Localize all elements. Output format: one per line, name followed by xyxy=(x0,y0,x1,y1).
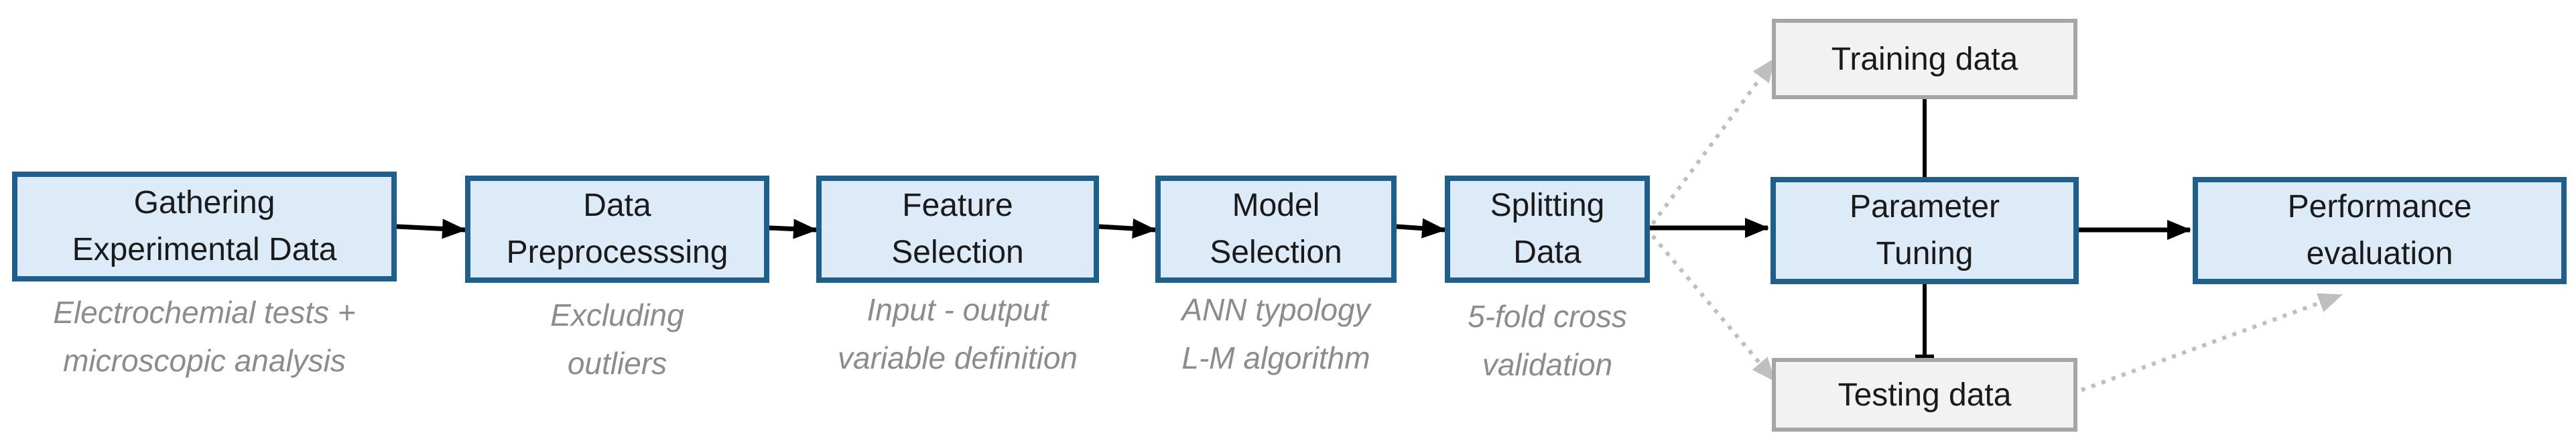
step-model-selection: Model Selection xyxy=(1155,176,1397,283)
caption-line1: 5-fold cross xyxy=(1468,299,1627,334)
step-title-line1: Splitting xyxy=(1490,188,1605,223)
step-feature-selection: Feature Selection xyxy=(816,176,1099,283)
caption-line2: microscopic analysis xyxy=(63,343,346,378)
dotted-arrow-splitting-to-testing xyxy=(1651,235,1777,382)
caption-preprocessing: Excluding outliers xyxy=(465,291,769,387)
step-gathering-experimental-data: Gathering Experimental Data xyxy=(12,172,397,282)
training-data-box: Training data xyxy=(1772,19,2077,99)
step-parameter-tuning: Parameter Tuning xyxy=(1770,177,2079,284)
caption-line2: variable definition xyxy=(837,340,1078,375)
arrow-gathering-to-preprocessing xyxy=(396,218,466,239)
testing-data-label: Testing data xyxy=(1838,377,2012,413)
caption-feature: Input - output variable definition xyxy=(816,286,1099,382)
step-title-line2: Selection xyxy=(1210,235,1342,270)
arrow-preprocessing-to-feature xyxy=(769,218,818,239)
step-title-line1: Feature xyxy=(902,188,1013,223)
step-title-line1: Performance xyxy=(2287,189,2472,225)
caption-line2: validation xyxy=(1482,347,1613,382)
step-data-preprocessing: Data Preprocesssing xyxy=(465,176,769,283)
step-title-line1: Gathering xyxy=(133,185,275,221)
step-title-line2: Selection xyxy=(891,235,1024,270)
arrow-model-to-splitting xyxy=(1396,218,1446,239)
step-title-line2: evaluation xyxy=(2306,236,2453,271)
arrow-feature-to-model xyxy=(1098,218,1157,239)
step-title-line2: Data xyxy=(1513,235,1582,270)
caption-line1: Input - output xyxy=(866,292,1049,327)
caption-gathering: Electrochemial tests + microscopic analy… xyxy=(12,288,397,385)
caption-splitting: 5-fold cross validation xyxy=(1438,292,1657,389)
caption-line1: ANN typology xyxy=(1181,292,1370,327)
step-title-line2: Preprocesssing xyxy=(506,235,728,270)
testing-data-box: Testing data xyxy=(1772,358,2077,432)
dotted-arrow-splitting-to-training xyxy=(1651,58,1777,225)
step-title-line2: Experimental Data xyxy=(72,232,337,267)
caption-line1: Electrochemial tests + xyxy=(53,295,356,330)
step-performance-evaluation: Performance evaluation xyxy=(2193,177,2567,284)
caption-line1: Excluding xyxy=(550,298,684,332)
training-data-label: Training data xyxy=(1831,41,2018,77)
dotted-arrow-testing-to-performance xyxy=(2080,293,2343,392)
step-title-line2: Tuning xyxy=(1876,236,1974,271)
caption-line2: outliers xyxy=(567,346,667,381)
step-title-line1: Parameter xyxy=(1849,189,2000,225)
caption-line2: L-M algorithm xyxy=(1181,340,1370,375)
step-title-line1: Model xyxy=(1232,188,1320,223)
caption-model: ANN typology L-M algorithm xyxy=(1155,286,1397,382)
step-splitting-data: Splitting Data xyxy=(1445,176,1650,283)
step-title-line1: Data xyxy=(583,188,651,223)
